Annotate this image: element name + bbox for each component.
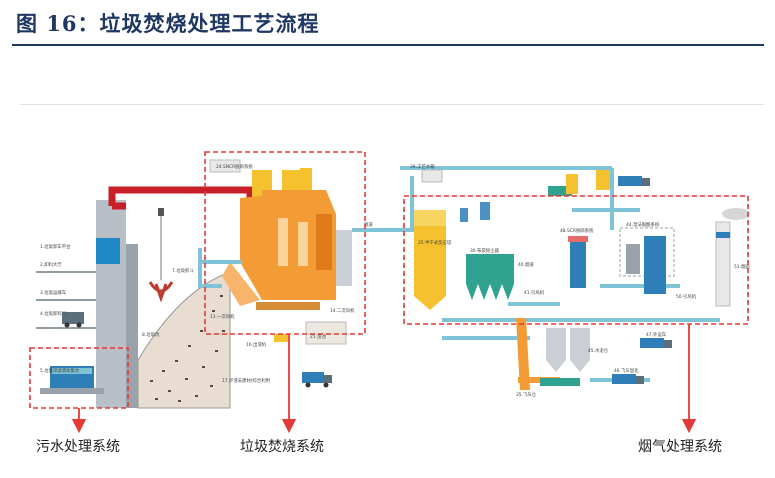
economizer-icon	[336, 230, 352, 286]
label-l26: 26.工艺水箱	[410, 163, 435, 170]
label-l13: 13.一次风机	[210, 313, 235, 320]
label-l5: 5.垃圾渗滤液收集池	[40, 367, 80, 374]
label-l41: 41.引风机	[524, 289, 545, 296]
slag-truck-icon	[302, 372, 332, 388]
label-l3: 3.垃圾运输车	[40, 289, 67, 296]
label-l50: 50.引风机	[676, 293, 697, 300]
label-l24: 24.SNCR脱硝系统	[216, 163, 253, 170]
system-label-sewage: 污水处理系统	[36, 439, 120, 455]
label-l40: 40.烟道	[518, 261, 534, 268]
frame-flue-gas	[403, 195, 749, 325]
label-l2: 2.卸料大厅	[40, 261, 62, 268]
flue-gas-equipment	[414, 169, 750, 390]
pipe-network	[198, 166, 720, 382]
figure-panel	[20, 104, 764, 477]
frame-incineration	[204, 151, 366, 335]
label-l1: 1.垃圾卸车平台	[40, 243, 71, 250]
label-l51: 51.烟囱	[734, 263, 750, 270]
smoke-cloud-icon	[722, 208, 750, 220]
label-l35: 35.飞灰仓	[516, 391, 537, 398]
label-l30: 30.布袋除尘器	[470, 247, 500, 254]
frame-sewage	[29, 347, 129, 409]
leachate-tank	[40, 366, 104, 394]
grab-bucket-icon	[148, 281, 174, 303]
label-smoke-duct: 烟道	[364, 221, 373, 228]
label-l45: 45.水泥仓	[588, 347, 609, 354]
garbage-truck-icon	[62, 312, 84, 324]
label-l7: 7.垃圾抓斗	[172, 267, 194, 274]
system-label-flue-gas: 烟气处理系统	[638, 439, 722, 455]
incinerator-boiler	[209, 159, 352, 345]
title-rule	[12, 44, 764, 46]
discharge-door-icon	[96, 238, 120, 264]
receiving-building	[36, 200, 138, 408]
system-label-incineration: 垃圾焚烧系统	[240, 439, 324, 455]
label-l48: 48.SCR脱硝系统	[560, 227, 594, 234]
label-l4: 4.垃圾卸料门	[40, 310, 66, 317]
label-l25: 25.半干式反应塔	[418, 239, 452, 246]
figure-title: 图 16：垃圾焚烧处理工艺流程	[16, 11, 320, 36]
chimney-icon	[715, 221, 731, 307]
ash-trucks	[612, 176, 672, 384]
label-l14: 14.二次风机	[330, 307, 355, 314]
garbage-pit	[137, 271, 231, 409]
label-l16: 16.出渣机	[246, 341, 267, 348]
label-l44: 44.湿法脱酸系统	[626, 221, 660, 228]
label-l21: 21.渣池	[310, 333, 326, 340]
label-l46: 46.飞灰固化	[614, 367, 639, 374]
label-l8: 8.垃圾坑	[142, 331, 160, 338]
label-l17: 17.炉渣去建材/综合利用	[222, 377, 270, 384]
label-l47: 47.外运车	[646, 331, 667, 338]
